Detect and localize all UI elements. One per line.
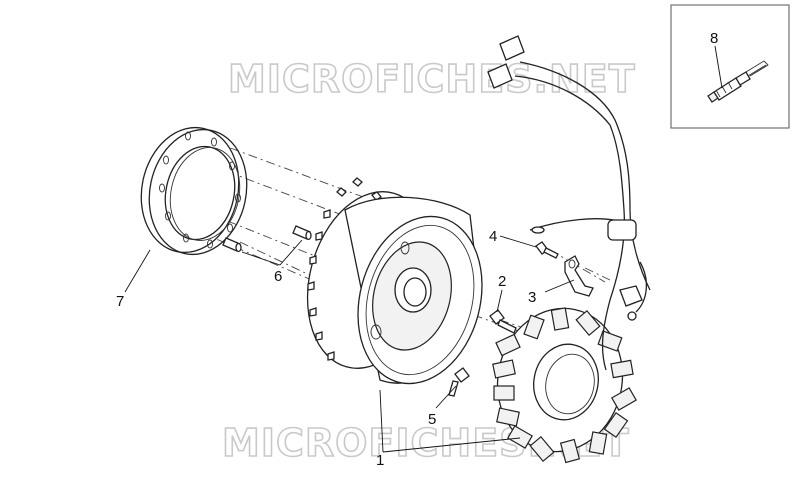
flywheel-rotor-part-1 — [306, 177, 483, 385]
leader-5 — [435, 385, 457, 409]
dowel-pins-part-6 — [222, 225, 312, 253]
mounting-ring-part-7 — [140, 126, 248, 256]
wiring-harness — [487, 35, 651, 371]
screw-part-5 — [448, 367, 470, 397]
leader-4 — [499, 235, 537, 248]
watermark-top: MICROFICHES.NET — [228, 57, 636, 101]
sensor-part-8 — [707, 60, 769, 103]
callout-2: 2 — [498, 273, 506, 290]
callout-4: 4 — [489, 228, 497, 245]
leader-8 — [714, 45, 723, 89]
callout-6: 6 — [274, 268, 282, 285]
callout-3: 3 — [528, 289, 536, 306]
leader-6 — [241, 239, 303, 266]
callout-5: 5 — [428, 411, 436, 428]
leader-7 — [124, 249, 151, 293]
bracket-part-3 — [564, 255, 594, 297]
bolt-part-4 — [535, 241, 559, 259]
leader-2 — [496, 289, 503, 313]
screw-part-2 — [489, 309, 517, 334]
leader-3 — [544, 279, 575, 293]
callout-8: 8 — [710, 30, 718, 47]
stator-part-1 — [492, 307, 637, 464]
inset-box-part-8 — [670, 4, 790, 129]
leader-1 — [379, 389, 521, 453]
callout-7: 7 — [116, 293, 124, 310]
callout-1: 1 — [376, 452, 384, 469]
